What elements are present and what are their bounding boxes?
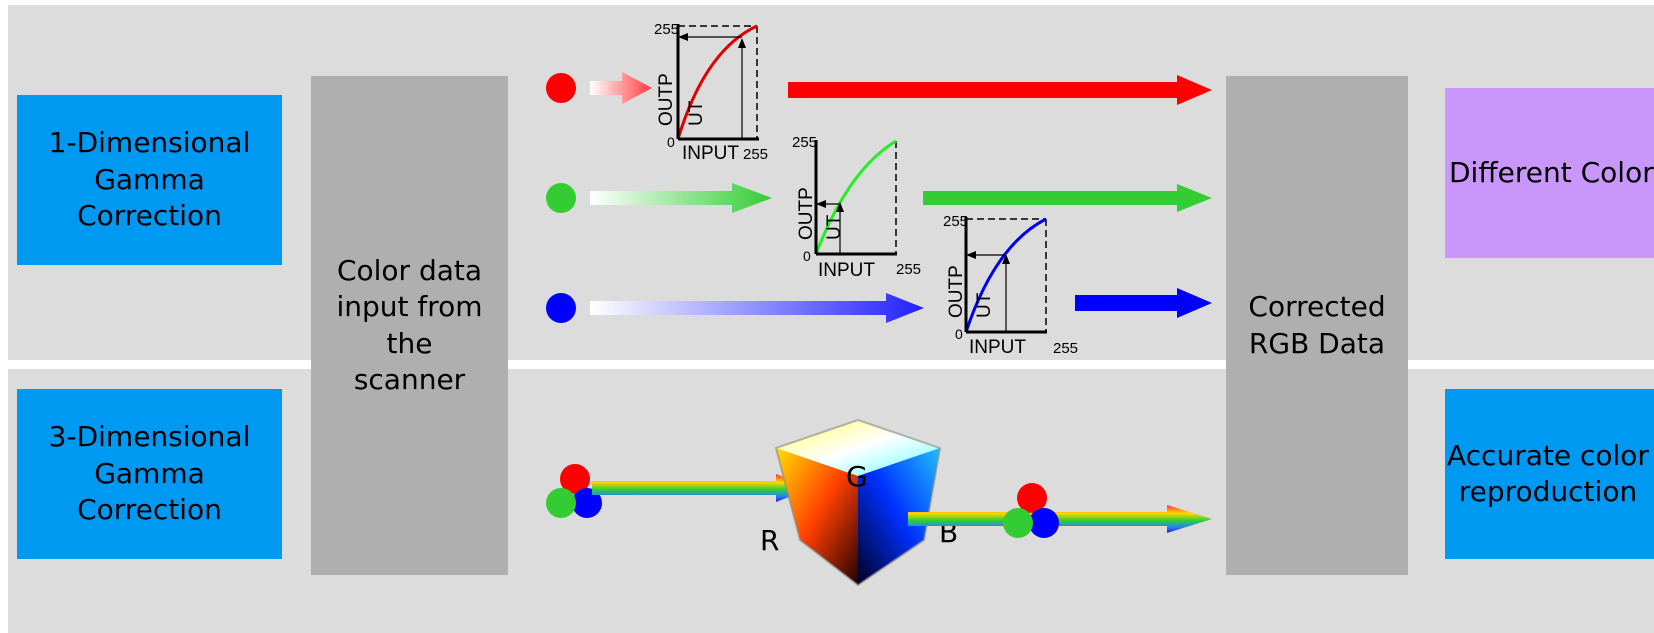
- rainbow-output-arrow: [908, 505, 1212, 533]
- blue-dot: [546, 293, 576, 323]
- blue-graph-max-y: 255: [943, 213, 968, 230]
- three-dimensional-label: 3-Dimensional Gamma Correction: [48, 420, 251, 527]
- output-rgb-cluster: [1003, 483, 1059, 538]
- cube-axis-g: G: [846, 460, 868, 493]
- red-graph-x-label: INPUT: [682, 143, 739, 164]
- input-rgb-cluster: [546, 464, 602, 518]
- green-output-arrow: [923, 184, 1212, 212]
- green-gamma-graph: 255 0 INPUT 255 OUTP UT: [792, 134, 921, 281]
- one-dimensional-label-box: 1-Dimensional Gamma Correction: [17, 95, 282, 265]
- red-gamma-graph: 255 0 INPUT 255 OUTP UT: [654, 21, 768, 164]
- output-box: Corrected RGB Data: [1226, 76, 1408, 575]
- red-graph-max-x: 255: [743, 146, 768, 163]
- green-input-arrow: [590, 183, 772, 213]
- accurate-color-label: Accurate color reproduction: [1447, 438, 1649, 508]
- input-box-label: Color data input from the scanner: [336, 253, 483, 396]
- green-graph-max-y: 255: [792, 134, 817, 151]
- green-graph-y-label-2: UT: [824, 214, 845, 240]
- blue-graph-x-label: INPUT: [969, 337, 1026, 358]
- red-graph-y-label-1: OUTP: [656, 73, 677, 126]
- blue-gamma-graph: 255 0 INPUT 255 OUTP UT: [943, 213, 1078, 358]
- green-graph-min: 0: [803, 248, 811, 264]
- rgb-color-cube: G R B: [760, 418, 958, 587]
- green-graph-x-label: INPUT: [818, 260, 875, 281]
- red-graph-max-y: 255: [654, 21, 679, 38]
- blue-output-arrow: [1075, 288, 1212, 318]
- rainbow-input-arrow: [592, 474, 812, 502]
- accurate-color-box: Accurate color reproduction: [1445, 389, 1654, 559]
- red-input-arrow: [590, 72, 652, 104]
- output-box-label: Corrected RGB Data: [1248, 290, 1386, 360]
- blue-graph-y-label-2: UT: [974, 292, 995, 318]
- different-color-label: Different Color: [1449, 155, 1654, 189]
- blue-input-arrow: [590, 293, 924, 323]
- blue-graph-y-label-1: OUTP: [946, 265, 967, 318]
- green-graph-max-x: 255: [896, 261, 921, 278]
- one-dimensional-label: 1-Dimensional Gamma Correction: [48, 126, 251, 233]
- red-dot: [546, 73, 576, 103]
- different-color-box: Different Color: [1445, 88, 1654, 258]
- red-graph-y-label-2: UT: [686, 100, 707, 126]
- red-graph-min: 0: [667, 134, 675, 150]
- cube-axis-r: R: [760, 524, 779, 557]
- blue-graph-max-x: 255: [1053, 340, 1078, 357]
- three-dimensional-label-box: 3-Dimensional Gamma Correction: [17, 389, 282, 559]
- red-output-arrow: [788, 75, 1212, 105]
- input-box: Color data input from the scanner: [311, 76, 508, 575]
- green-dot: [546, 183, 576, 213]
- green-graph-y-label-1: OUTP: [796, 187, 817, 240]
- blue-graph-min: 0: [955, 326, 963, 342]
